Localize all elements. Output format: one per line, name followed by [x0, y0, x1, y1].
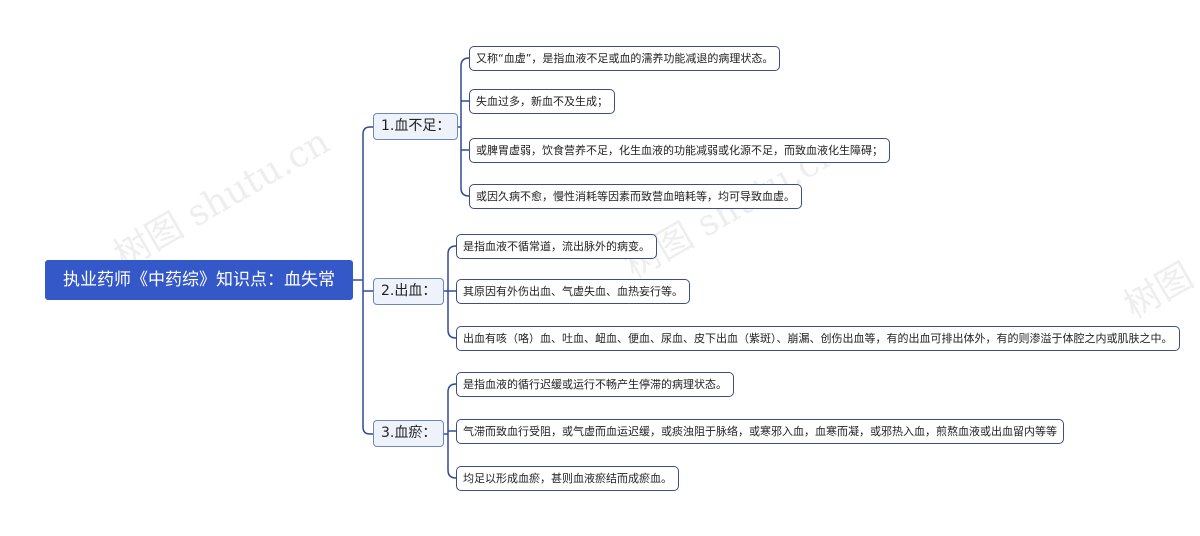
leaf-topic[interactable]: 均足以形成血瘀，甚则血液瘀结而成瘀血。: [456, 466, 679, 491]
branch-blood-stasis[interactable]: 3.血瘀：: [373, 420, 445, 447]
branch-blood-deficiency[interactable]: 1.血不足：: [373, 113, 459, 140]
leaf-topic[interactable]: 是指血液的循行迟缓或运行不畅产生停滞的病理状态。: [456, 372, 734, 397]
leaf-topic[interactable]: 或因久病不愈，慢性消耗等因素而致营血暗耗等，均可导致血虚。: [469, 184, 802, 209]
branch-bleeding[interactable]: 2.出血：: [373, 278, 445, 305]
leaf-topic[interactable]: 是指血液不循常道，流出脉外的病变。: [456, 234, 657, 259]
leaf-topic[interactable]: 或脾胃虚弱，饮食营养不足，化生血液的功能减弱或化源不足，而致血液化生障碍；: [469, 138, 890, 163]
leaf-topic[interactable]: 出血有咳（咯）血、吐血、衄血、便血、尿血、皮下出血（紫斑）、崩漏、创伤出血等，有…: [456, 326, 1180, 351]
leaf-topic[interactable]: 其原因有外伤出血、气虚失血、血热妄行等。: [456, 279, 690, 304]
root-topic[interactable]: 执业药师《中药综》知识点：血失常: [45, 260, 353, 300]
leaf-topic[interactable]: 失血过多，新血不及生成；: [469, 89, 615, 114]
leaf-topic[interactable]: 又称“血虚”，是指血液不足或血的濡养功能减退的病理状态。: [469, 46, 781, 71]
leaf-topic[interactable]: 气滞而致血行受阻，或气虚而血运迟缓，或痰浊阻于脉络，或寒邪入血，血寒而凝，或邪热…: [456, 419, 1064, 444]
